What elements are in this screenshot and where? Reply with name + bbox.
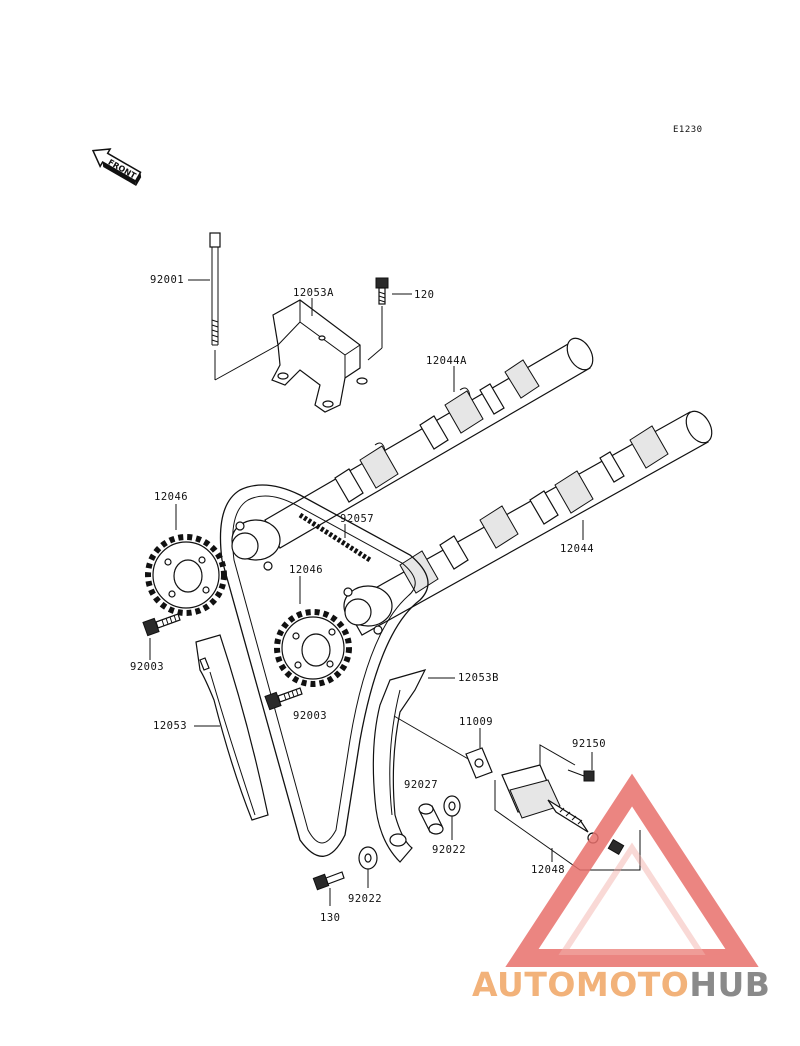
label-12044: 12044 bbox=[560, 543, 594, 555]
label-12053: 12053 bbox=[153, 720, 187, 732]
washer-92022-right bbox=[443, 795, 461, 817]
label-92022-bottom: 92022 bbox=[348, 893, 382, 905]
label-120: 120 bbox=[414, 289, 434, 301]
front-arrow-icon: FRONT bbox=[91, 148, 142, 186]
watermark-part2: HUB bbox=[689, 965, 770, 1004]
bolt-92003-middle bbox=[264, 687, 303, 711]
label-12048: 12048 bbox=[531, 864, 565, 876]
gasket-11009 bbox=[465, 747, 493, 779]
label-11009: 11009 bbox=[459, 716, 493, 728]
camshaft-12044A bbox=[264, 337, 594, 549]
bolt-92001 bbox=[209, 232, 279, 381]
camchain-92057 bbox=[219, 484, 429, 857]
sprocket-12046-left bbox=[145, 534, 227, 616]
bolt-120 bbox=[367, 277, 389, 361]
label-92003-middle: 92003 bbox=[293, 710, 327, 722]
chain-guide-12053 bbox=[195, 634, 269, 821]
collar-92027 bbox=[418, 803, 444, 835]
sprocket-12046-middle bbox=[274, 609, 352, 687]
washer-92022-bottom bbox=[358, 846, 378, 870]
label-92001: 92001 bbox=[150, 274, 184, 286]
diagram-code: E1230 bbox=[673, 125, 703, 135]
label-92150: 92150 bbox=[572, 738, 606, 750]
label-92022-right: 92022 bbox=[432, 844, 466, 856]
camshaft-end-upper bbox=[231, 519, 281, 571]
label-12046-middle: 12046 bbox=[289, 564, 323, 576]
bolt-92003-left bbox=[142, 613, 181, 637]
label-12046-top: 12046 bbox=[154, 491, 188, 503]
chain-guide-12053B bbox=[372, 669, 427, 863]
tensioner-12048 bbox=[494, 744, 641, 871]
camshaft-holder-12053A bbox=[271, 299, 368, 413]
camshaft-12044 bbox=[344, 410, 713, 636]
label-92003-left: 92003 bbox=[130, 661, 164, 673]
bolt-92150 bbox=[567, 769, 595, 782]
watermark-text: AUTOMOTOHUB bbox=[472, 965, 770, 1004]
label-12053A: 12053A bbox=[293, 287, 334, 299]
label-12044A: 12044A bbox=[426, 355, 467, 367]
bolt-130 bbox=[312, 871, 345, 891]
watermark-part1: AUTOMOTO bbox=[472, 965, 689, 1004]
label-92057: 92057 bbox=[340, 513, 374, 525]
watermark-logo bbox=[505, 773, 759, 967]
label-92027: 92027 bbox=[404, 779, 438, 791]
label-12053B: 12053B bbox=[458, 672, 499, 684]
label-130: 130 bbox=[320, 912, 340, 924]
camshaft-end-lower bbox=[343, 585, 393, 635]
